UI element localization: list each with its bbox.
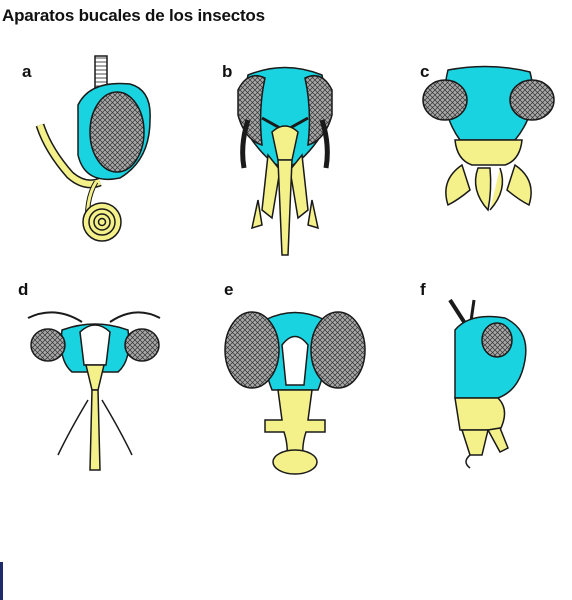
panel-label-c: c xyxy=(420,62,430,81)
panel-label-b: b xyxy=(222,62,233,81)
panel-label-d: d xyxy=(18,280,29,299)
panel-label-e: e xyxy=(224,280,234,299)
panel-label-f: f xyxy=(420,280,426,299)
edge-marker xyxy=(0,562,3,600)
page-title: Aparatos bucales de los insectos xyxy=(2,6,265,25)
panel-label-a: a xyxy=(22,62,32,81)
